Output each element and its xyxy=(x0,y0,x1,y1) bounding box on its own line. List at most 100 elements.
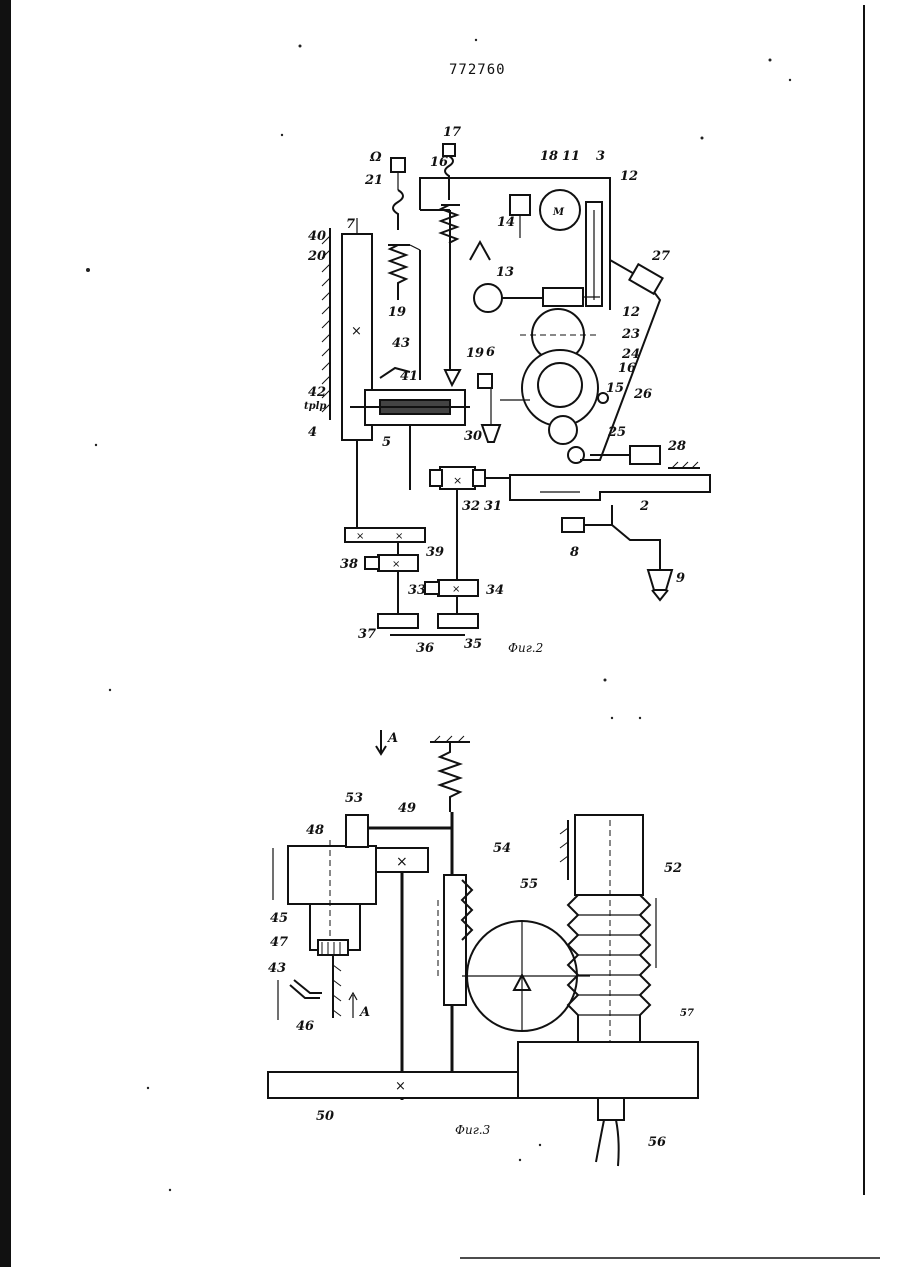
svg-text:47: 47 xyxy=(270,935,288,950)
spring-20 xyxy=(390,245,406,300)
svg-text:23: 23 xyxy=(621,327,640,342)
svg-text:38: 38 xyxy=(340,557,358,572)
svg-text:27: 27 xyxy=(651,249,670,264)
svg-text:×: × xyxy=(356,531,364,542)
bellows xyxy=(568,895,650,1042)
svg-text:41: 41 xyxy=(400,369,418,384)
svg-text:Ω: Ω xyxy=(369,150,382,165)
cam-13 xyxy=(474,284,502,312)
spring-top xyxy=(440,742,460,812)
gear-37 xyxy=(378,614,418,628)
fig3-caption: Фиг.3 xyxy=(455,1123,491,1137)
svg-text:50: 50 xyxy=(316,1109,334,1124)
svg-text:19: 19 xyxy=(388,305,406,320)
svg-text:7: 7 xyxy=(346,217,355,232)
svg-text:36: 36 xyxy=(416,641,434,656)
svg-text:8: 8 xyxy=(570,545,579,560)
cylinder-27 xyxy=(629,264,662,294)
sensor-44 xyxy=(391,158,405,172)
svg-text:49: 49 xyxy=(398,801,416,816)
svg-text:55: 55 xyxy=(520,877,538,892)
svg-text:31: 31 xyxy=(484,499,502,514)
base-bar-50 xyxy=(268,1072,518,1098)
spring-21 xyxy=(393,190,403,230)
svg-text:tplp: tplp xyxy=(304,401,326,412)
connector-56 xyxy=(598,1098,624,1120)
svg-text:19: 19 xyxy=(466,346,484,361)
svg-text:×: × xyxy=(452,584,460,595)
svg-text:52: 52 xyxy=(664,861,682,876)
patent-number: 772760 xyxy=(449,62,506,78)
svg-text:21: 21 xyxy=(364,173,383,188)
figure-3: A × A × xyxy=(268,730,698,1166)
cable-56 xyxy=(596,1120,619,1166)
figure-2: × M xyxy=(304,125,710,656)
svg-text:46: 46 xyxy=(296,1019,314,1034)
svg-text:32: 32 xyxy=(462,499,480,514)
damper-9 xyxy=(648,570,672,590)
svg-text:×: × xyxy=(395,1079,406,1094)
svg-text:54: 54 xyxy=(493,841,511,856)
svg-text:28: 28 xyxy=(667,439,686,454)
left-scan-border xyxy=(0,0,11,1267)
svg-text:11: 11 xyxy=(562,149,580,164)
block-6 xyxy=(478,374,492,388)
svg-text:16: 16 xyxy=(430,155,448,170)
svg-text:37: 37 xyxy=(358,627,376,642)
block-18 xyxy=(510,195,530,215)
svg-text:5: 5 xyxy=(382,435,391,450)
fig2-caption: Фиг.2 xyxy=(508,641,543,655)
gear-box xyxy=(543,288,583,306)
svg-text:17: 17 xyxy=(443,125,461,140)
svg-text:14: 14 xyxy=(497,215,515,230)
svg-text:2: 2 xyxy=(639,499,649,514)
svg-text:34: 34 xyxy=(486,583,504,598)
lever-14 xyxy=(470,242,490,260)
svg-text:30: 30 xyxy=(464,429,482,444)
svg-text:12: 12 xyxy=(622,305,640,320)
element-43 xyxy=(290,985,320,998)
svg-text:25: 25 xyxy=(607,425,626,440)
svg-text:15: 15 xyxy=(606,381,624,396)
svg-text:20: 20 xyxy=(307,249,326,264)
block-57 xyxy=(518,1042,698,1098)
svg-text:×: × xyxy=(392,559,400,570)
svg-text:A: A xyxy=(386,731,398,746)
svg-text:18: 18 xyxy=(540,149,558,164)
svg-text:57: 57 xyxy=(680,1008,694,1019)
svg-text:4: 4 xyxy=(308,425,317,440)
svg-text:×: × xyxy=(396,854,408,870)
svg-text:43: 43 xyxy=(392,336,410,351)
svg-text:45: 45 xyxy=(270,911,288,926)
svg-text:33: 33 xyxy=(408,583,426,598)
motor-label: M xyxy=(552,207,565,218)
svg-text:×: × xyxy=(453,474,462,487)
gear-35 xyxy=(438,614,478,628)
svg-text:39: 39 xyxy=(426,545,444,560)
block-52 xyxy=(575,815,643,895)
svg-text:35: 35 xyxy=(464,637,482,652)
block-8 xyxy=(562,518,584,532)
svg-text:26: 26 xyxy=(633,387,652,402)
svg-text:6: 6 xyxy=(486,345,495,360)
svg-text:13: 13 xyxy=(496,265,514,280)
svg-text:43: 43 xyxy=(268,961,286,976)
svg-text:3: 3 xyxy=(596,149,605,164)
svg-text:9: 9 xyxy=(676,571,685,586)
column-7-marker: × xyxy=(351,324,362,339)
roller-25 xyxy=(549,416,577,444)
svg-text:24: 24 xyxy=(621,347,640,362)
cylinder-28 xyxy=(630,446,660,464)
svg-text:16: 16 xyxy=(618,361,636,376)
svg-text:48: 48 xyxy=(306,823,324,838)
svg-text:×: × xyxy=(395,531,403,542)
svg-text:40: 40 xyxy=(308,229,326,244)
svg-text:42: 42 xyxy=(308,385,326,400)
svg-text:56: 56 xyxy=(648,1135,666,1150)
wheel-15 xyxy=(538,363,582,407)
damper-30 xyxy=(482,425,500,442)
svg-text:12: 12 xyxy=(620,169,638,184)
svg-text:A: A xyxy=(358,1005,370,1020)
block-48 xyxy=(288,846,376,904)
